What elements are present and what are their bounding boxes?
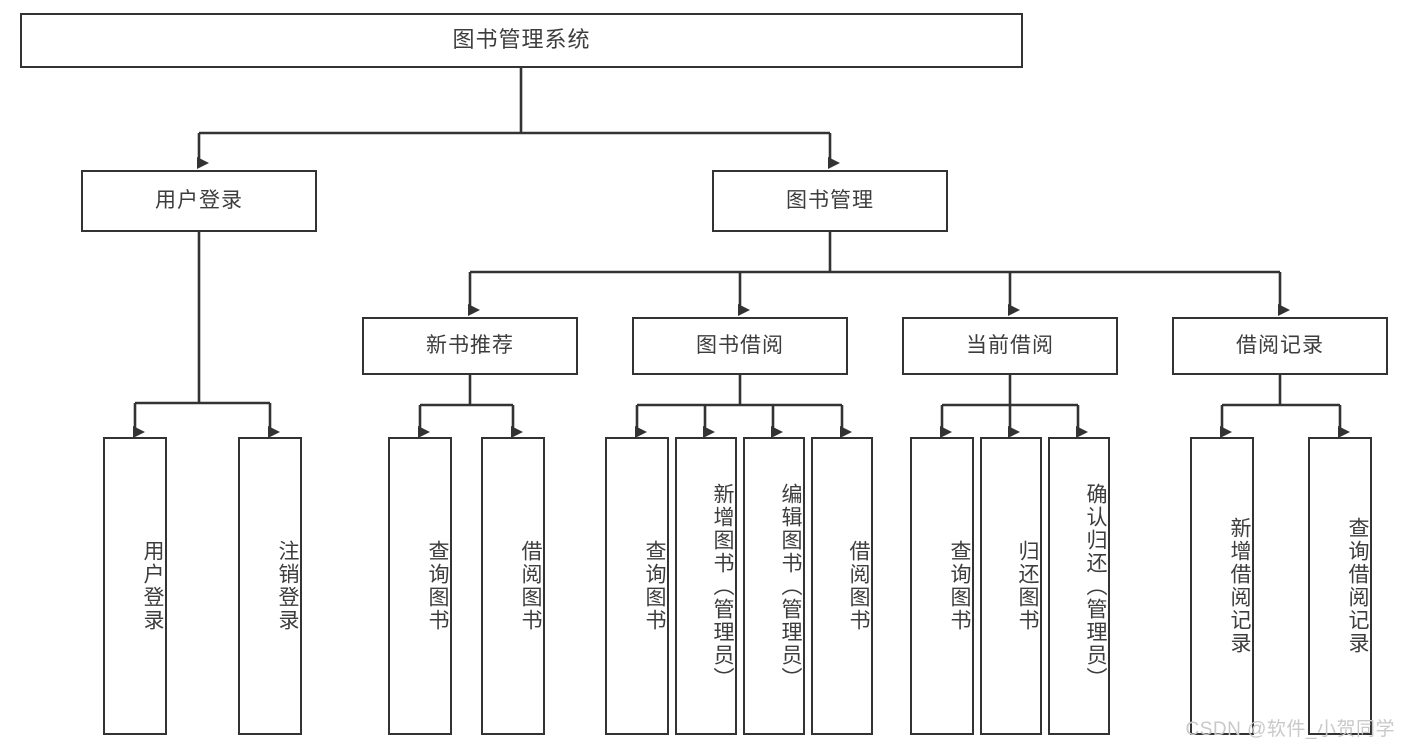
node-label: 图书管理系统 xyxy=(452,27,591,53)
node-label: 新书推荐 xyxy=(426,334,514,358)
node-leaf-borrow-book[interactable]: 借阅图书 xyxy=(811,437,873,735)
node-leaf-return-book[interactable]: 归还图书 xyxy=(980,437,1042,735)
node-leaf-add-borrow-record[interactable]: 新增借阅记录 xyxy=(1190,437,1254,735)
node-label: 用户登录 xyxy=(141,540,164,632)
node-user-login[interactable]: 用户登录 xyxy=(81,170,317,232)
node-leaf-edit-book[interactable]: 编辑图书（管理员） xyxy=(743,437,805,735)
node-leaf-query-book-borrow[interactable]: 查询图书 xyxy=(605,437,669,735)
node-borrow-record[interactable]: 借阅记录 xyxy=(1172,317,1388,375)
node-label: 查询图书 xyxy=(948,540,971,632)
node-label: 用户登录 xyxy=(155,189,243,213)
node-label: 新增借阅记录 xyxy=(1228,517,1251,655)
node-leaf-query-book-current[interactable]: 查询图书 xyxy=(910,437,974,735)
node-leaf-query-borrow-record[interactable]: 查询借阅记录 xyxy=(1308,437,1372,735)
node-label: 借阅图书 xyxy=(519,540,542,632)
node-root-book-management-system[interactable]: 图书管理系统 xyxy=(20,13,1023,68)
node-leaf-add-book[interactable]: 新增图书（管理员） xyxy=(675,437,737,735)
node-book-management[interactable]: 图书管理 xyxy=(712,170,948,232)
node-label: 新增图书（管理员） xyxy=(711,482,734,690)
node-label: 编辑图书（管理员） xyxy=(779,482,802,690)
node-label: 查询借阅记录 xyxy=(1346,517,1369,655)
node-current-borrow[interactable]: 当前借阅 xyxy=(902,317,1118,375)
node-leaf-user-login[interactable]: 用户登录 xyxy=(103,437,167,735)
node-label: 当前借阅 xyxy=(966,334,1054,358)
node-label: 借阅图书 xyxy=(847,540,870,632)
node-new-book-recommend[interactable]: 新书推荐 xyxy=(362,317,578,375)
node-label: 图书借阅 xyxy=(696,334,784,358)
node-label: 借阅记录 xyxy=(1236,334,1324,358)
node-label: 归还图书 xyxy=(1016,540,1039,632)
node-label: 查询图书 xyxy=(426,540,449,632)
node-label: 查询图书 xyxy=(643,540,666,632)
node-label: 确认归还（管理员） xyxy=(1084,482,1107,690)
node-leaf-borrow-book-recommend[interactable]: 借阅图书 xyxy=(481,437,545,735)
node-book-borrow[interactable]: 图书借阅 xyxy=(632,317,848,375)
node-label: 注销登录 xyxy=(276,540,299,632)
node-leaf-confirm-return[interactable]: 确认归还（管理员） xyxy=(1048,437,1110,735)
node-label: 图书管理 xyxy=(786,189,874,213)
node-leaf-query-book-recommend[interactable]: 查询图书 xyxy=(388,437,452,735)
node-leaf-logout[interactable]: 注销登录 xyxy=(238,437,302,735)
